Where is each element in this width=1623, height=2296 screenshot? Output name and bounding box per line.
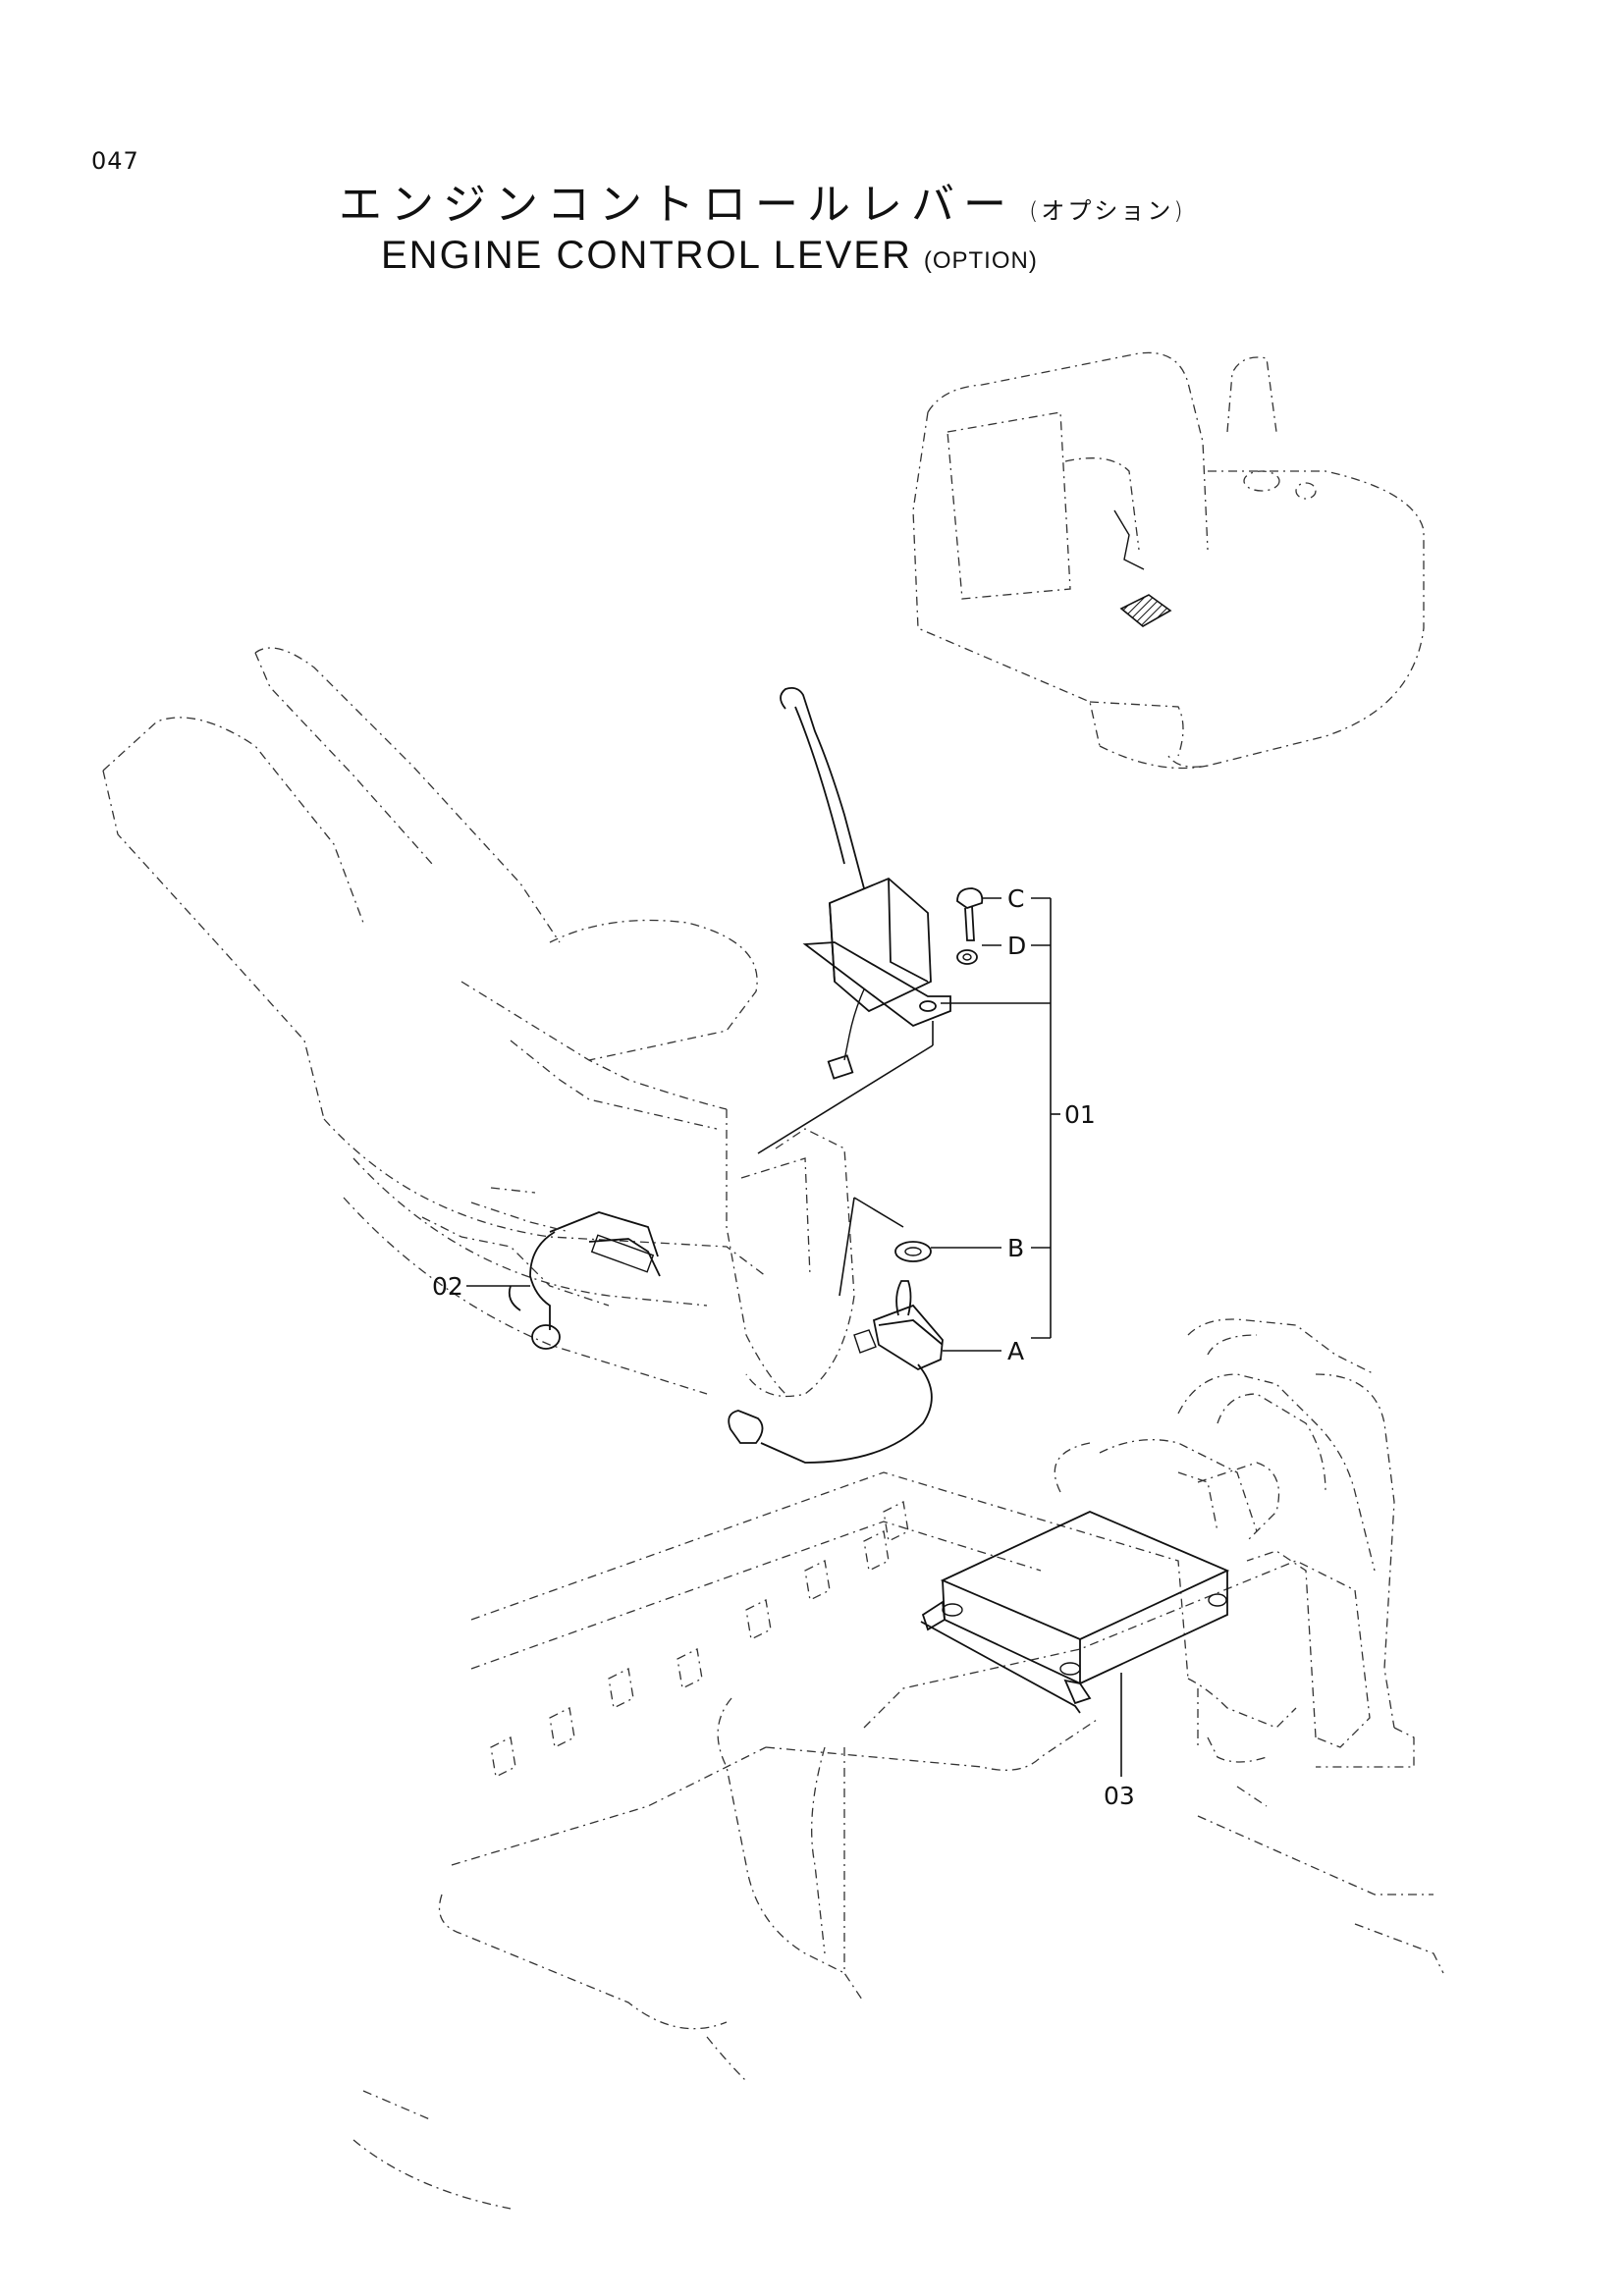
callout-d: D xyxy=(1007,932,1026,960)
operator-seat-illustration xyxy=(102,647,855,1398)
callout-a: A xyxy=(1007,1337,1024,1365)
callout-leader-lines xyxy=(466,897,1122,1777)
title-english: ENGINE CONTROL LEVER (OPTION) xyxy=(381,234,1038,278)
machine-overview-illustration xyxy=(912,351,1425,770)
callout-01: 01 xyxy=(1064,1100,1096,1129)
callout-02: 02 xyxy=(432,1272,463,1301)
callout-c: C xyxy=(1007,884,1024,913)
title-japanese: エンジンコントロールレバー (オプション) xyxy=(339,169,1186,232)
page-number: 047 xyxy=(91,147,139,175)
title-english-main: ENGINE CONTROL LEVER xyxy=(381,234,912,277)
controller-mounting-frame xyxy=(352,1318,1444,2210)
title-japanese-main: エンジンコントロールレバー xyxy=(339,180,1015,230)
wiring-harness xyxy=(470,1187,661,1350)
switch-and-washer-parts xyxy=(728,1241,944,1464)
callout-b: B xyxy=(1007,1234,1024,1262)
title-japanese-option: (オプション) xyxy=(1029,197,1186,225)
engine-control-lever-assembly xyxy=(780,686,984,1080)
callout-03: 03 xyxy=(1104,1782,1135,1810)
title-english-option: (OPTION) xyxy=(923,247,1038,274)
